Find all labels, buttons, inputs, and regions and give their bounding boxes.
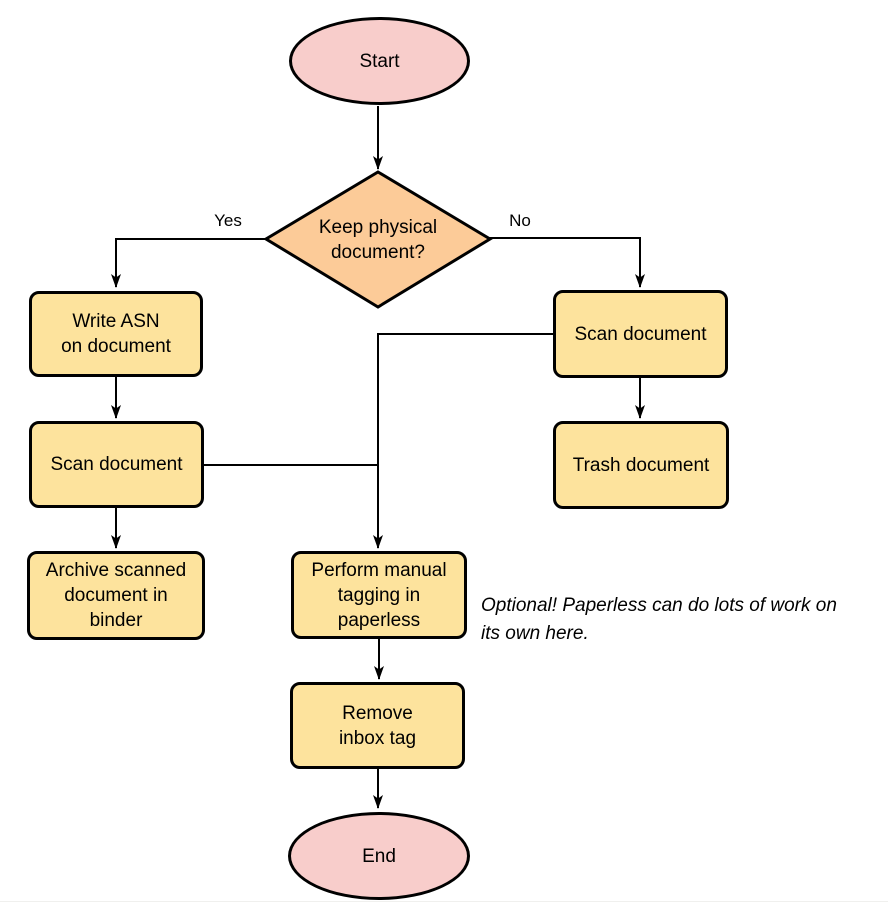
node-perform-tagging-label: Perform manual tagging in paperless (311, 559, 447, 631)
node-write-asn: Write ASN on document (29, 291, 203, 377)
node-scan-document-right-label: Scan document (574, 323, 707, 345)
node-decision: Keep physical document? (266, 172, 490, 307)
node-write-asn-label: Write ASN on document (61, 311, 171, 357)
node-scan-document-right: Scan document (553, 290, 728, 378)
edge-label-yes: Yes (214, 211, 242, 230)
node-decision-label: Keep physical document? (318, 216, 438, 263)
node-remove-inbox-tag-label: Remove inbox tag (338, 702, 417, 749)
edge-decision-yes-to-write-asn (111, 238, 265, 288)
node-end-label: End (362, 845, 396, 867)
node-scan-document-left-label: Scan document (50, 454, 183, 475)
node-archive-binder-label: Archive scanned document in binder (45, 560, 187, 631)
decision-diamond-shape (263, 170, 493, 309)
edge-scan-right-to-perform-tagging (373, 333, 553, 549)
edge-decision-no-to-scan-right (489, 237, 645, 288)
node-end: End (288, 812, 470, 900)
edge-label-no: No (509, 211, 531, 230)
node-start: Start (289, 17, 470, 105)
bottom-divider (0, 901, 888, 902)
node-start-label: Start (359, 50, 400, 72)
node-perform-tagging: Perform manual tagging in paperless (291, 551, 467, 639)
node-scan-document-left: Scan document (29, 421, 204, 508)
node-remove-inbox-tag: Remove inbox tag (290, 682, 465, 769)
node-trash-document: Trash document (553, 421, 729, 509)
node-archive-binder: Archive scanned document in binder (27, 551, 205, 640)
annotation-optional-note: Optional! Paperless can do lots of work … (481, 595, 837, 644)
node-trash-document-label: Trash document (572, 454, 710, 476)
